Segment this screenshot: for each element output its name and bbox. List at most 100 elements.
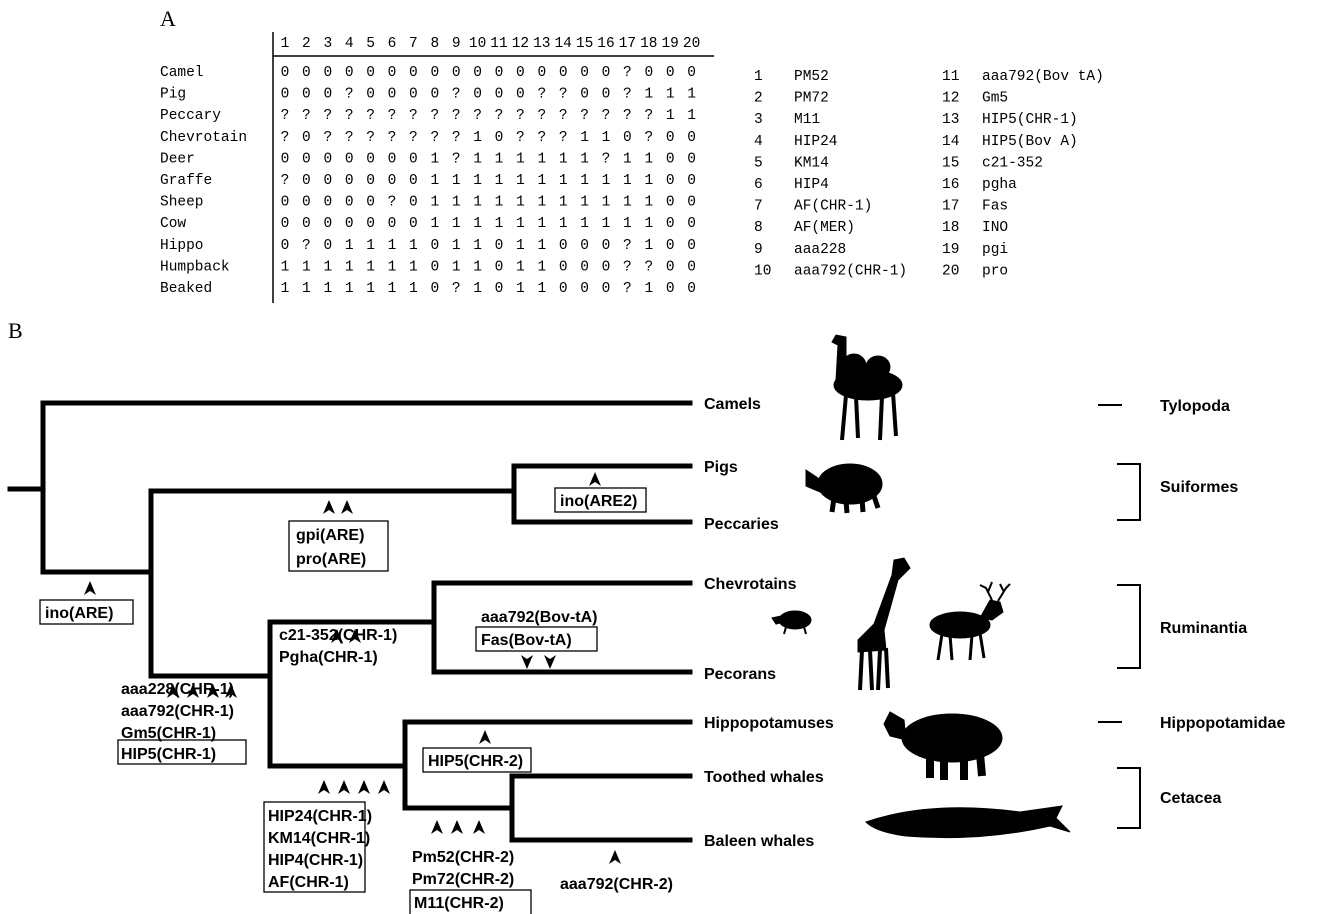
insertion-arrowhead xyxy=(431,820,443,834)
matrix-column-header: 12 xyxy=(512,36,529,52)
matrix-cell: 0 xyxy=(580,65,589,81)
character-key-name: Gm5 xyxy=(982,91,1008,107)
matrix-cell: 0 xyxy=(687,173,696,189)
character-key-number: 1 xyxy=(754,69,763,85)
matrix-taxon-label: Camel xyxy=(160,65,204,81)
character-key-name: KM14 xyxy=(794,155,829,171)
matrix-cell: 0 xyxy=(388,151,397,167)
taxon-camels: Camels xyxy=(704,396,761,413)
matrix-cell: 0 xyxy=(302,87,311,103)
matrix-cell: 0 xyxy=(602,65,611,81)
matrix-column-header: 4 xyxy=(345,36,354,52)
matrix-cell: 0 xyxy=(345,216,354,232)
box-gpi-pro xyxy=(288,520,389,572)
matrix-cell: 0 xyxy=(302,195,311,211)
matrix-cell: 0 xyxy=(473,65,482,81)
matrix-cell: 0 xyxy=(495,65,504,81)
matrix-taxon-label: Graffe xyxy=(160,173,212,189)
matrix-cell: 0 xyxy=(345,65,354,81)
matrix-cell: 0 xyxy=(666,238,675,254)
matrix-cell: 0 xyxy=(409,151,418,167)
character-key-name: M11 xyxy=(794,112,820,128)
matrix-column-header: 14 xyxy=(554,36,571,52)
matrix-cell: 1 xyxy=(687,87,696,103)
matrix-taxon-label: Pig xyxy=(160,87,186,103)
matrix-cell: 0 xyxy=(388,87,397,103)
marker-fas-bov: Fas(Bov-tA) xyxy=(481,632,572,649)
character-key-number: 17 xyxy=(942,199,959,215)
character-key-number: 7 xyxy=(754,199,763,215)
matrix-cell: 0 xyxy=(623,130,632,146)
matrix-cell: ? xyxy=(281,173,290,189)
matrix-cell: 1 xyxy=(452,259,461,275)
character-key-number: 5 xyxy=(754,155,763,171)
matrix-cell: 0 xyxy=(666,195,675,211)
matrix-cell: 0 xyxy=(281,87,290,103)
matrix-cell: 0 xyxy=(516,65,525,81)
character-key-name: aaa792(Bov tA) xyxy=(982,69,1104,85)
cetacea-bracket xyxy=(1117,767,1141,829)
matrix-cell: 0 xyxy=(302,151,311,167)
insertion-arrowhead xyxy=(207,684,219,698)
matrix-cell: ? xyxy=(537,87,546,103)
matrix-cell: ? xyxy=(559,130,568,146)
matrix-cell: 0 xyxy=(323,87,332,103)
character-key-number: 6 xyxy=(754,177,763,193)
matrix-cell: 0 xyxy=(687,195,696,211)
matrix-cell: 0 xyxy=(302,130,311,146)
character-key-name: aaa228 xyxy=(794,242,846,258)
matrix-cell: 0 xyxy=(281,238,290,254)
matrix-cell: 0 xyxy=(345,173,354,189)
matrix-cell: ? xyxy=(537,130,546,146)
matrix-column-header: 13 xyxy=(533,36,550,52)
matrix-cell: ? xyxy=(580,108,589,124)
matrix-cell: 0 xyxy=(687,259,696,275)
matrix-cell: 0 xyxy=(666,151,675,167)
matrix-cell: 1 xyxy=(473,238,482,254)
matrix-cell: 0 xyxy=(323,238,332,254)
panel-label-a: A xyxy=(160,6,176,31)
chevrotain-icon xyxy=(771,610,812,635)
matrix-cell: 1 xyxy=(602,195,611,211)
marker-pm72: Pm72(CHR-2) xyxy=(412,871,514,888)
character-key-number: 20 xyxy=(942,263,959,279)
matrix-cell: 1 xyxy=(409,281,418,297)
matrix-cell: ? xyxy=(366,108,375,124)
matrix-cell: ? xyxy=(388,195,397,211)
matrix-column-header: 10 xyxy=(469,36,486,52)
marker-aaa228: aaa228(CHR-1) xyxy=(121,681,234,698)
character-key-name: AF(MER) xyxy=(794,220,855,236)
matrix-cell: 1 xyxy=(366,259,375,275)
matrix-cell: 0 xyxy=(473,87,482,103)
matrix-cell: 0 xyxy=(495,130,504,146)
box-ino-are2 xyxy=(554,487,647,513)
marker-hip24: HIP24(CHR-1) xyxy=(268,808,372,825)
box-hip5-chr1 xyxy=(117,739,247,765)
matrix-cell: 0 xyxy=(495,259,504,275)
matrix-cell: 0 xyxy=(559,281,568,297)
marker-gm5: Gm5(CHR-1) xyxy=(121,725,216,742)
matrix-cell: 1 xyxy=(345,281,354,297)
pig-icon xyxy=(805,463,883,514)
matrix-cell: ? xyxy=(473,108,482,124)
matrix-cell: 1 xyxy=(644,195,653,211)
matrix-cell: 0 xyxy=(430,65,439,81)
matrix-cell: 0 xyxy=(388,65,397,81)
matrix-cell: 0 xyxy=(302,173,311,189)
marker-hip4: HIP4(CHR-1) xyxy=(268,852,363,869)
insertion-arrowhead xyxy=(341,500,353,514)
character-key-number: 2 xyxy=(754,91,763,107)
matrix-cell: 1 xyxy=(623,173,632,189)
matrix-column-header: 9 xyxy=(452,36,461,52)
matrix-cell: 1 xyxy=(388,281,397,297)
marker-aaa792-chr2: aaa792(CHR-2) xyxy=(560,876,673,893)
matrix-taxon-label: Chevrotain xyxy=(160,130,247,146)
matrix-cell: 1 xyxy=(516,259,525,275)
whale-icon xyxy=(865,805,1071,839)
matrix-cell: 1 xyxy=(281,281,290,297)
matrix-cell: 0 xyxy=(366,87,375,103)
matrix-cell: 0 xyxy=(580,238,589,254)
box-fas-bov xyxy=(475,626,598,652)
marker-gpi-are: gpi(ARE) xyxy=(296,527,364,544)
matrix-cell: ? xyxy=(430,108,439,124)
